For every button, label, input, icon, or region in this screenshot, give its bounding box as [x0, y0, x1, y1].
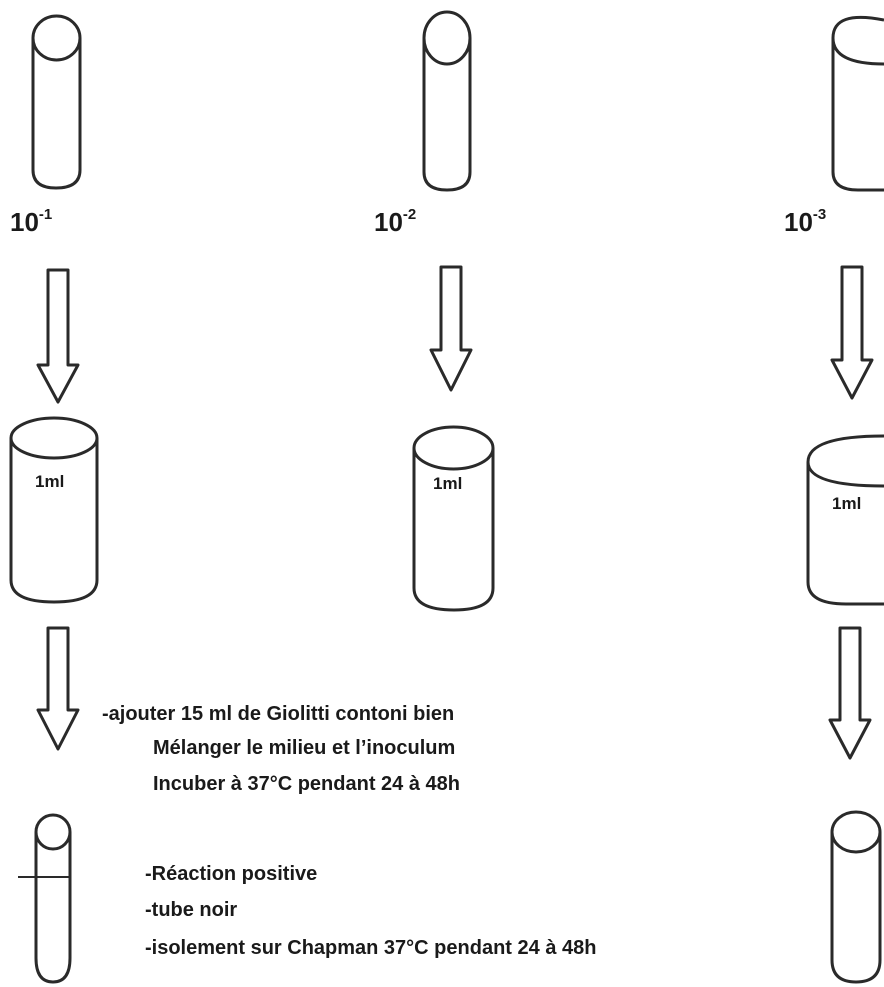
- arrow-down-1b: [36, 626, 80, 751]
- result-line-2: -tube noir: [145, 899, 238, 921]
- bottom-tube-1: [18, 813, 72, 984]
- result-line-1: -Réaction positive: [145, 863, 318, 885]
- instruction-line-2: Mélanger le milieu et l’inoculum: [153, 737, 456, 759]
- instruction-line-3: Incuber à 37°C pendant 24 à 48h: [153, 773, 460, 795]
- middle-tube-3: [806, 434, 884, 606]
- middle-tube-2: [412, 425, 495, 612]
- dilution-label-3: 10-3: [784, 206, 827, 237]
- bottom-tube-3: [830, 810, 882, 984]
- top-tube-1: [31, 14, 82, 190]
- arrow-down-3b: [828, 626, 872, 760]
- top-tube-2: [422, 10, 472, 192]
- volume-label-2: 1ml: [433, 474, 463, 493]
- volume-label-3: 1ml: [832, 494, 862, 513]
- dilution-label-1: 10-1: [10, 206, 53, 237]
- top-tube-3: [831, 15, 884, 192]
- dilution-label-2: 10-2: [374, 206, 417, 237]
- result-line-3: -isolement sur Chapman 37°C pendant 24 à…: [145, 937, 597, 959]
- arrow-down-2: [429, 265, 473, 392]
- volume-label-1: 1ml: [35, 472, 65, 491]
- middle-tube-1: [9, 416, 99, 604]
- arrow-down-1a: [36, 268, 80, 404]
- instruction-line-1: -ajouter 15 ml de Giolitti contoni bien: [102, 703, 455, 725]
- arrow-down-3a: [830, 265, 874, 400]
